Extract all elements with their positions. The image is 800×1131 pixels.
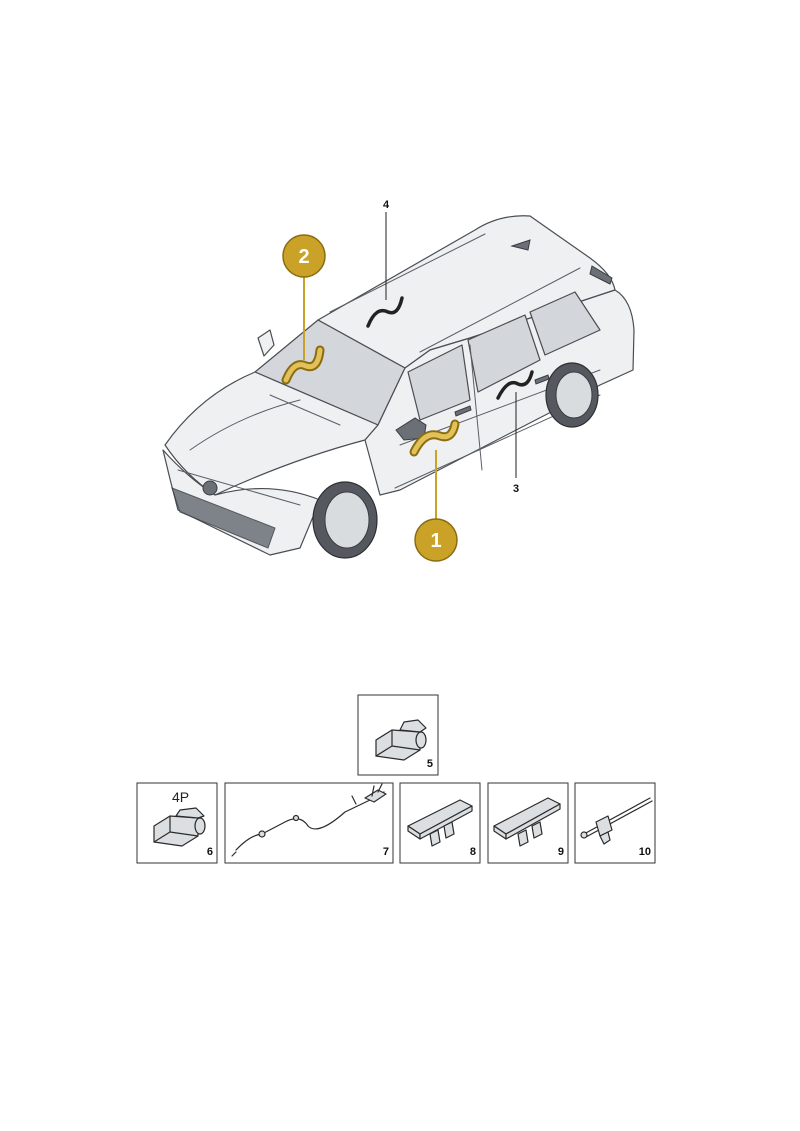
part-box-10[interactable]: 10 — [574, 782, 656, 864]
wiring-harness-4 — [366, 296, 404, 328]
callout-2-label: 2 — [298, 246, 309, 268]
callout-2[interactable]: 2 — [282, 234, 326, 278]
part-8-number: 8 — [470, 846, 476, 858]
bracket-clip-icon — [493, 797, 561, 847]
part-5-number: 5 — [427, 758, 433, 770]
callout-3[interactable]: 3 — [513, 483, 519, 495]
wiring-harness-3 — [496, 370, 534, 400]
bracket-clip-icon — [407, 799, 473, 847]
part-6-number: 6 — [207, 846, 213, 858]
part-7-number: 7 — [383, 846, 389, 858]
part-box-6[interactable]: 4P 6 — [136, 782, 218, 864]
part-10-number: 10 — [639, 846, 651, 858]
part-6-marking: 4P — [172, 789, 189, 805]
cable-harness-icon — [231, 783, 387, 857]
part-box-9[interactable]: 9 — [487, 782, 569, 864]
part-9-number: 9 — [558, 846, 564, 858]
callout-3-label: 3 — [513, 483, 519, 495]
highlighted-wiring — [281, 345, 460, 457]
part-box-8[interactable]: 8 — [399, 782, 481, 864]
callout-4[interactable]: 4 — [383, 199, 390, 211]
callout-4-label: 4 — [383, 199, 390, 211]
callout-1-label: 1 — [430, 530, 441, 552]
part-box-7[interactable]: 7 — [224, 782, 394, 864]
plain-wiring — [366, 296, 534, 400]
callout-1[interactable]: 1 — [414, 518, 458, 562]
car-illustration — [162, 215, 635, 559]
callout-leaders — [303, 212, 517, 520]
cable-tie-icon — [580, 797, 653, 845]
part-box-5[interactable]: 5 — [357, 694, 439, 776]
connector-icon — [375, 719, 427, 761]
connector-4p-icon — [153, 807, 206, 847]
